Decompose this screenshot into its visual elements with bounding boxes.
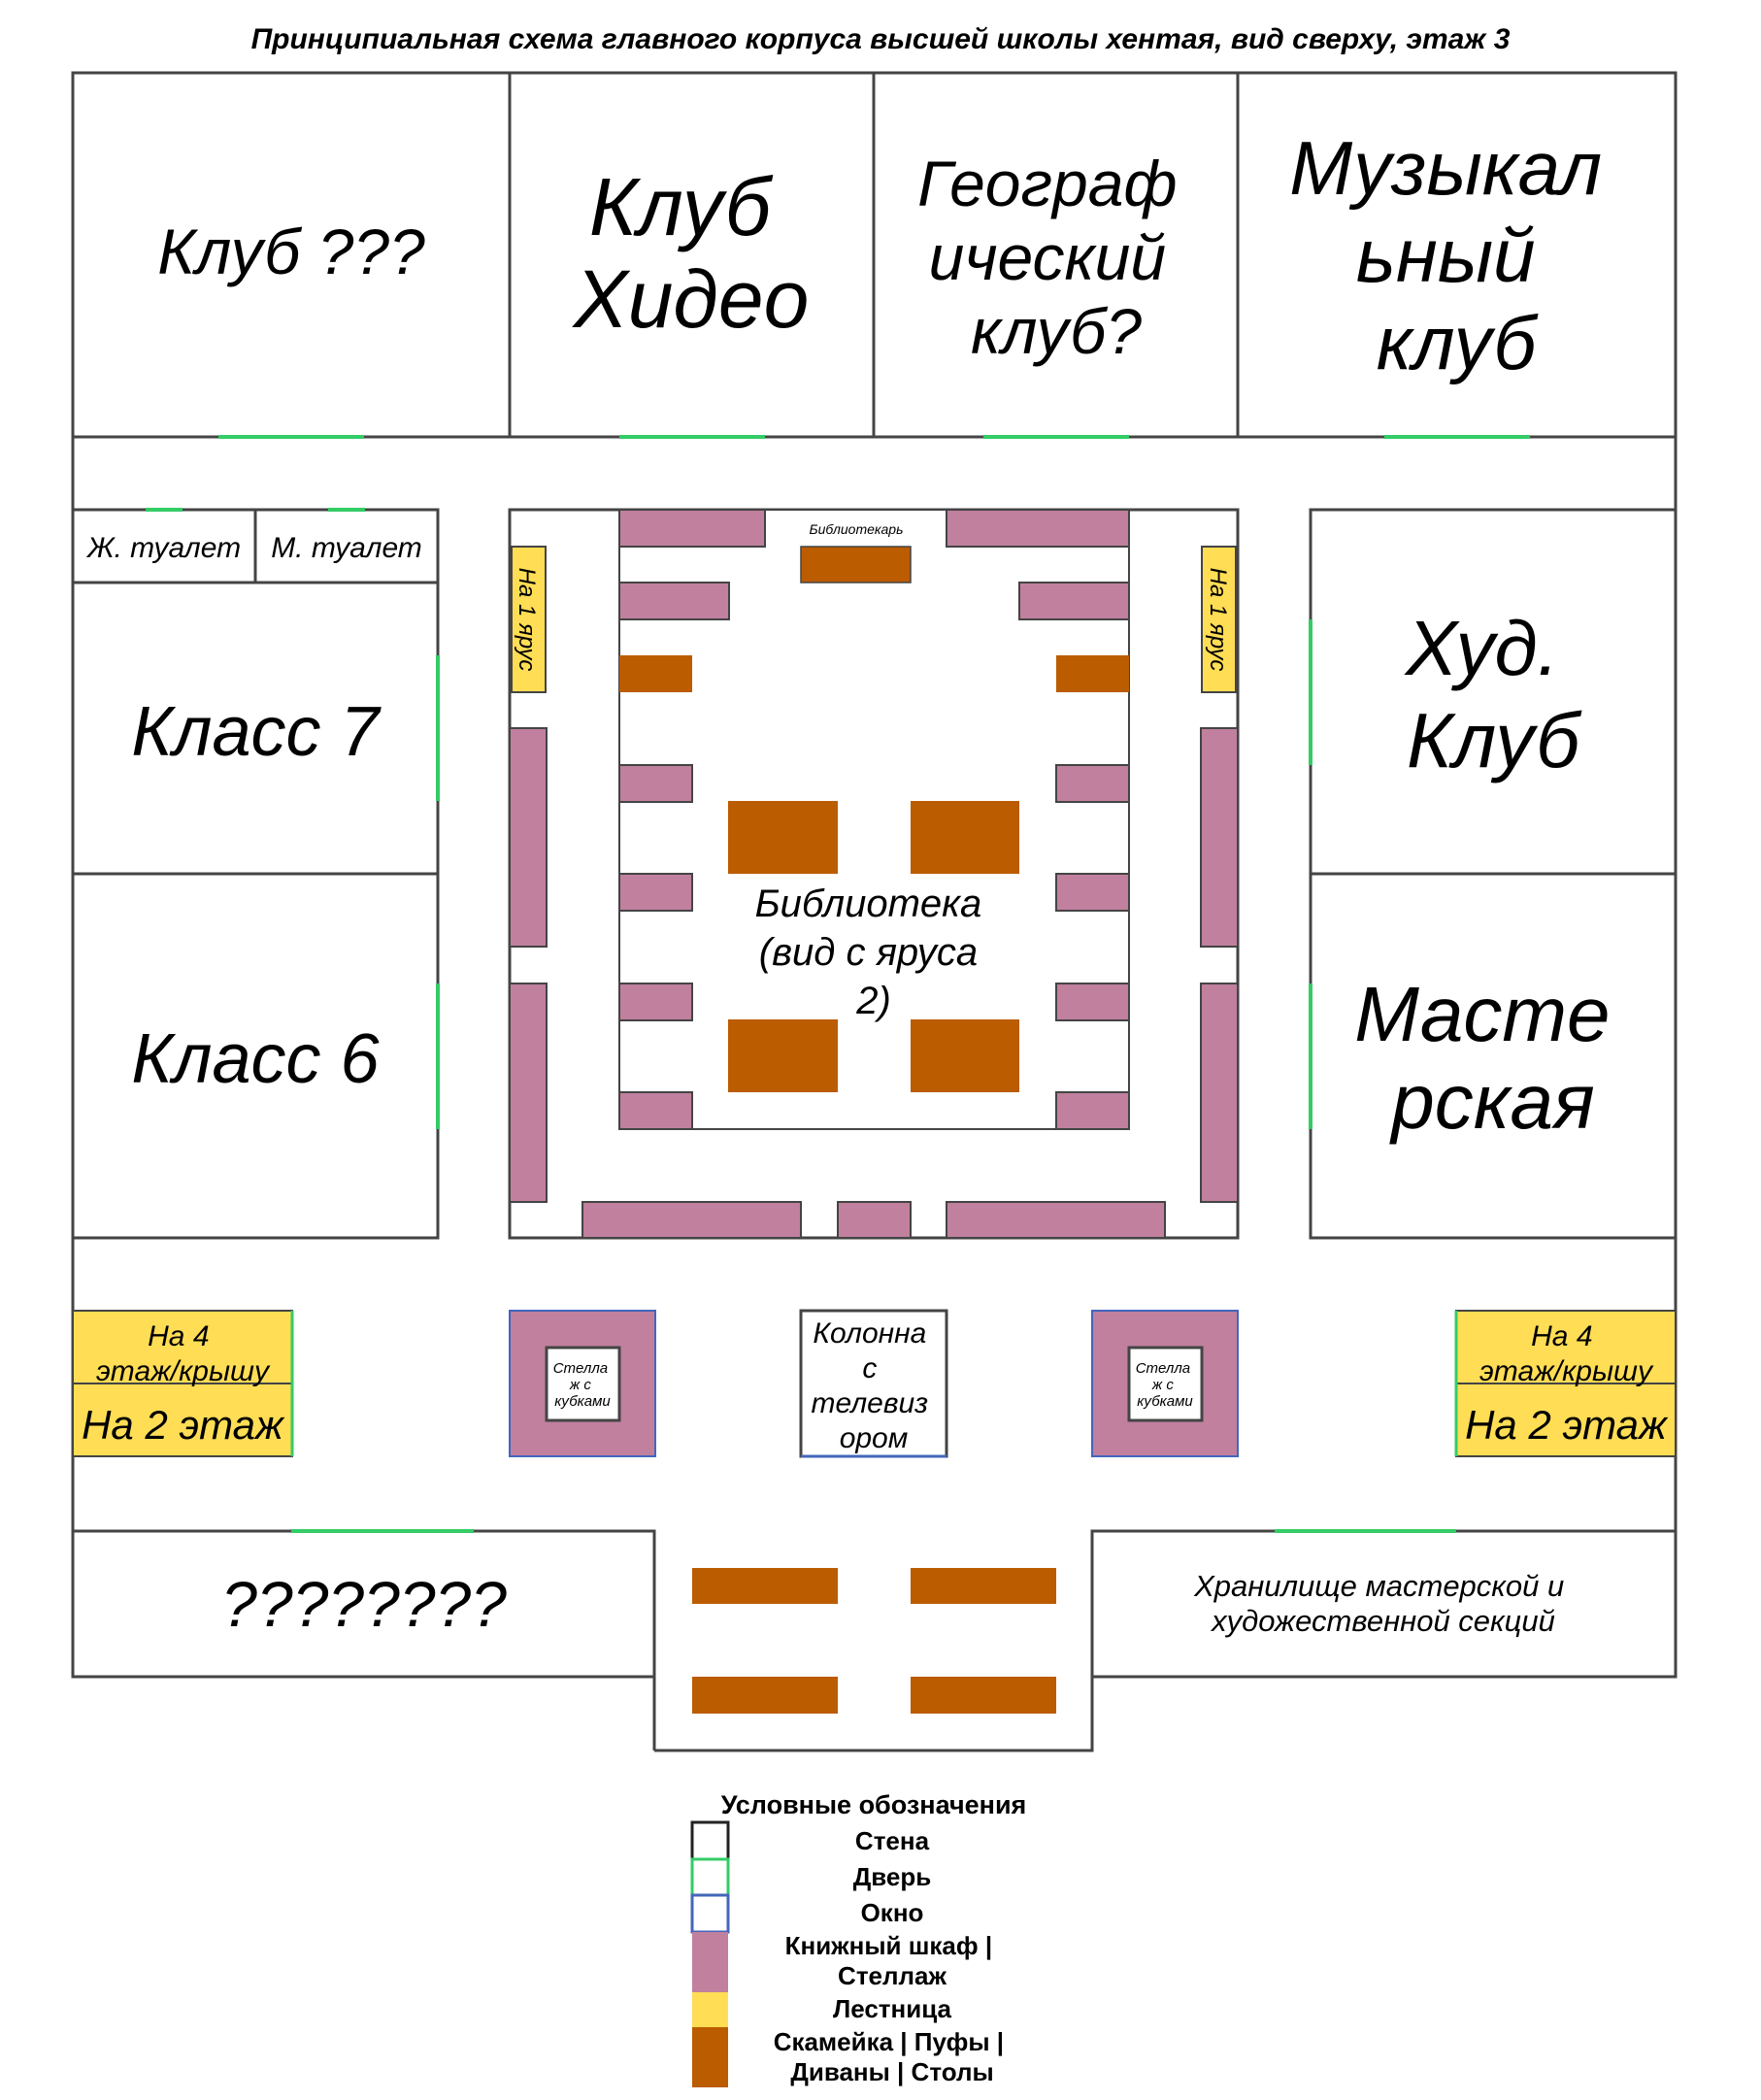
legend-label-stairs: Лестница — [833, 1994, 952, 2023]
stairs-up-left-label: На 4 этаж/крышу — [96, 1320, 271, 1387]
diagram-title: Принципиальная схема главного корпуса вы… — [251, 23, 1511, 55]
room-art-club-label: Худ. Клуб — [1404, 605, 1582, 783]
tv-column-label: Колонна с телевиз ором — [812, 1317, 937, 1454]
legend-swatch-stairs — [692, 1992, 728, 2027]
right-rooms — [1309, 508, 1678, 1240]
trophy-shelf-left — [509, 1310, 656, 1457]
bottom-rooms — [71, 1529, 1678, 1679]
legend-swatch-bookshelf — [692, 1932, 728, 1992]
legend-swatch-wall — [690, 1820, 730, 1861]
tables — [619, 546, 1129, 1092]
stairs-down-left — [72, 1383, 293, 1457]
legend: Условные обозначения Стена Дверь Окно Кн… — [690, 1790, 1027, 2087]
legend-label-door: Дверь — [853, 1862, 932, 1891]
legend-label-bench: Скамейка | Пуфы | Диваны | Столы — [774, 2027, 1012, 2086]
top-rooms — [71, 71, 1678, 439]
stairs-tier1-left — [511, 546, 547, 693]
stairs-tier1-right — [1201, 546, 1237, 693]
room-class6-label: Класс 6 — [131, 1020, 380, 1098]
room-male-toilet-label: М. туалет — [271, 532, 422, 564]
entrance-benches — [692, 1568, 1056, 1714]
trophy-shelf-right — [1091, 1310, 1239, 1457]
stairs-tier1-left-label: На 1 ярус — [514, 568, 540, 672]
room-club-unknown-label: Клуб ??? — [157, 216, 425, 287]
library — [508, 508, 1240, 1240]
legend-label-bookshelf: Книжный шкаф | Стеллаж — [785, 1931, 1000, 1990]
stairs-up-right — [1455, 1310, 1677, 1384]
bookshelves — [509, 509, 1239, 1239]
legend-label-window: Окно — [861, 1898, 924, 1927]
room-female-toilet-label: Ж. туалет — [85, 532, 241, 564]
stairs-up-right-label: На 4 этаж/крышу — [1479, 1320, 1654, 1387]
trophy-shelf-right-label: Стелла ж с кубками — [1136, 1360, 1195, 1410]
stairs-down-right — [1455, 1383, 1677, 1457]
room-unknown-bottom-label: ???????? — [221, 1568, 507, 1640]
legend-swatch-window — [690, 1893, 730, 1934]
room-class7-label: Класс 7 — [131, 693, 382, 771]
stairs-tier1-right-label: На 1 ярус — [1205, 568, 1231, 672]
legend-label-wall: Стена — [855, 1826, 930, 1855]
hall-stairs — [72, 1310, 1677, 1457]
library-label: Библиотека (вид с яруса 2) — [755, 883, 993, 1022]
room-workshop-label: Масте рская — [1354, 971, 1631, 1145]
librarian-label: Библиотекарь — [810, 521, 904, 537]
trophy-shelf-left-label: Стелла ж с кубками — [553, 1360, 613, 1410]
legend-swatch-bench — [692, 2027, 728, 2087]
room-storage-label: Хранилище мастерской и художественной се… — [1193, 1569, 1573, 1638]
room-music-club-label: Музыкал ьный клуб — [1289, 125, 1623, 385]
stairs-down-left-label: На 2 этаж — [82, 1402, 285, 1448]
room-video-club-label: Клуб Хидео — [572, 161, 810, 345]
stairs-down-right-label: На 2 этаж — [1465, 1402, 1669, 1448]
legend-swatch-door — [690, 1857, 730, 1897]
legend-title: Условные обозначения — [721, 1790, 1027, 1819]
left-rooms — [71, 508, 440, 1240]
room-geo-club-label: Географ ический клуб? — [917, 148, 1195, 367]
